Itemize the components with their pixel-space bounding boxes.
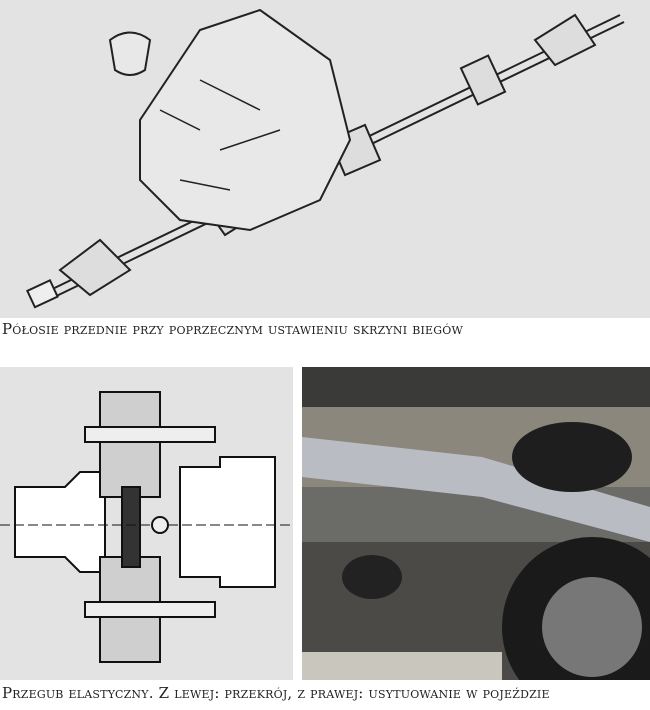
top-figure-caption: Półosie przednie przy poprzecznym ustawi…	[2, 320, 463, 338]
bottom-figure-caption: Przegub elastyczny. Z lewej: przekrój, z…	[2, 684, 550, 702]
drive-shafts-illustration	[0, 0, 650, 318]
joint-cross-section-drawing	[0, 367, 293, 680]
joint-in-vehicle-photo	[302, 367, 650, 680]
